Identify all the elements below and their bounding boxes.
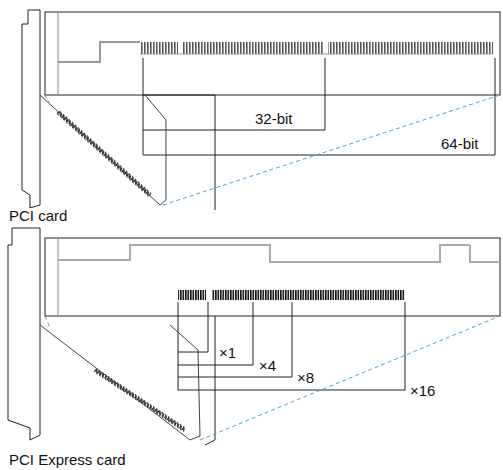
card-caption: PCI Express card xyxy=(8,452,127,467)
bus-width-label: 32-bit xyxy=(254,111,294,126)
lane-count-label: ×8 xyxy=(296,370,315,385)
lane-count-label: ×4 xyxy=(258,358,277,373)
card-caption: PCI card xyxy=(8,208,68,223)
lane-count-label: ×16 xyxy=(409,383,436,398)
lane-count-label: ×1 xyxy=(218,345,237,360)
bus-width-label: 64-bit xyxy=(440,136,480,151)
